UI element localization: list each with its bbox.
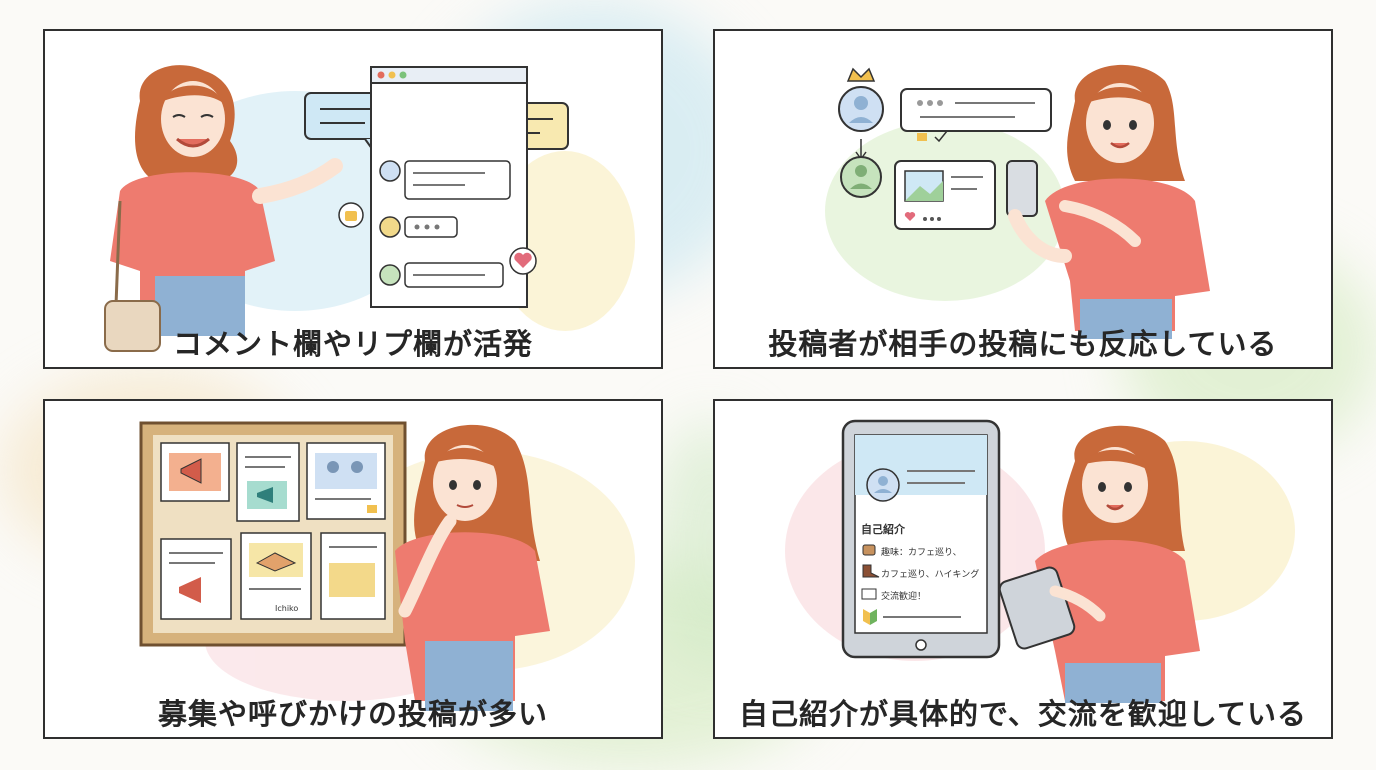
panel-active-comments: コメント欄やリプ欄が活発 xyxy=(43,29,663,369)
thumbs-up-icon xyxy=(338,202,364,228)
panel-recruitment-posts: Ichiko 募集や呼びかけの投稿が多い xyxy=(43,399,663,739)
post-card xyxy=(894,160,996,230)
avatar-icon xyxy=(866,468,900,502)
panel-poster-reacts: 投稿者が相手の投稿にも反応している xyxy=(713,29,1333,369)
notice-card xyxy=(160,538,232,620)
beginner-leaf-icon xyxy=(863,609,877,625)
handshake-icon xyxy=(255,552,297,572)
woman-illustration xyxy=(1006,64,1210,339)
coffee-icon xyxy=(862,544,876,556)
megaphone-icon xyxy=(257,487,273,503)
megaphone-icon xyxy=(179,577,201,603)
comment-row xyxy=(379,160,511,200)
comment-row xyxy=(379,216,458,238)
woman-illustration xyxy=(395,424,550,711)
thumbs-up-icon xyxy=(367,505,377,513)
woman-illustration xyxy=(998,425,1200,703)
panel-caption: 募集や呼びかけの投稿が多い xyxy=(157,697,548,731)
avatar-icon xyxy=(838,86,884,132)
tablet: 自己紹介 趣味：カフェ巡り、 カフェ巡り、ハイキング 交流歓迎！ xyxy=(841,419,1001,659)
boot-icon xyxy=(862,564,880,578)
reply-bubble xyxy=(900,88,1052,143)
crown-icon xyxy=(846,67,876,82)
panel-self-intro: 自己紹介 趣味：カフェ巡り、 カフェ巡り、ハイキング 交流歓迎！ 自己紹介が具体… xyxy=(713,399,1333,739)
panel-caption: コメント欄やリプ欄が活発 xyxy=(172,327,533,361)
board-note: Ichiko xyxy=(275,604,298,613)
heart-icon xyxy=(509,247,537,275)
profile-line: 交流歓迎！ xyxy=(881,590,926,602)
profile-line: カフェ巡り、ハイキング xyxy=(881,568,979,580)
profile-heading: 自己紹介 xyxy=(861,522,906,536)
book-icon xyxy=(861,588,877,600)
avatar-icon xyxy=(840,156,882,198)
notice-card xyxy=(320,532,386,620)
phone xyxy=(1006,160,1038,217)
panel-caption: 投稿者が相手の投稿にも反応している xyxy=(768,327,1278,361)
woman-illustration xyxy=(104,65,343,352)
notice-card: Ichiko xyxy=(240,532,312,620)
browser-window xyxy=(370,66,528,308)
megaphone-icon xyxy=(180,458,202,484)
bulletin-board: Ichiko xyxy=(139,421,407,647)
panel-caption: 自己紹介が具体的で、交流を歓迎している xyxy=(739,697,1307,731)
comment-row xyxy=(379,262,504,288)
profile-line: 趣味：カフェ巡り、 xyxy=(881,546,962,558)
notice-card xyxy=(236,442,300,522)
notice-card xyxy=(306,442,386,520)
notice-card xyxy=(160,442,230,502)
